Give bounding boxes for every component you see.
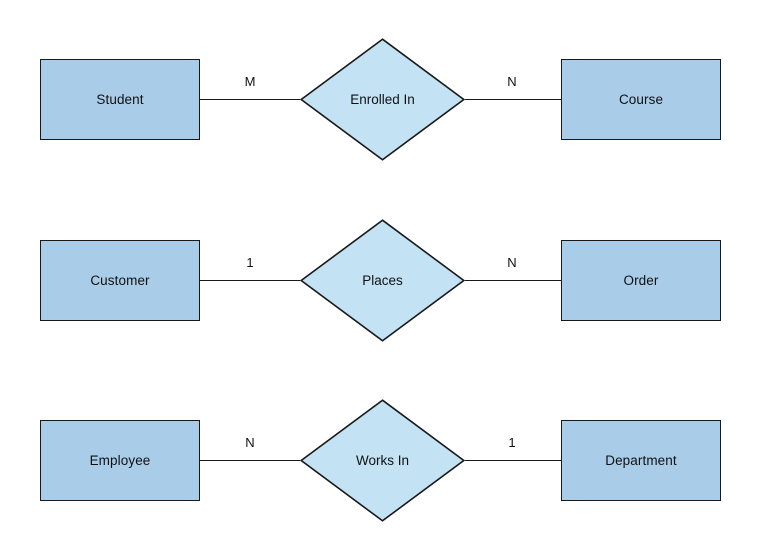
entity-box-student[interactable]: Student — [40, 59, 200, 140]
er-relationship-row: Employee N Works In 1 Department — [0, 390, 761, 530]
entity-box-customer[interactable]: Customer — [40, 240, 200, 321]
cardinality-label-left: M — [244, 74, 256, 89]
cardinality-label-right: N — [507, 74, 517, 89]
relationship-diamond-works-in[interactable]: Works In — [300, 399, 465, 522]
entity-label: Course — [618, 91, 664, 107]
cardinality-label-right: 1 — [508, 435, 516, 450]
connector-line-right — [465, 99, 561, 100]
entity-box-department[interactable]: Department — [561, 420, 721, 501]
connector-line-right — [465, 280, 561, 281]
cardinality-label-left: 1 — [246, 255, 254, 270]
entity-box-order[interactable]: Order — [561, 240, 721, 321]
entity-label: Employee — [89, 452, 151, 468]
er-relationship-row: Customer 1 Places N Order — [0, 210, 761, 350]
diamond-shape-icon — [300, 38, 465, 161]
entity-label: Department — [605, 452, 677, 468]
entity-label: Student — [96, 91, 144, 107]
cardinality-label-right: N — [507, 255, 517, 270]
connector-line-right — [465, 460, 561, 461]
cardinality-label-left: N — [245, 435, 255, 450]
entity-label: Customer — [90, 272, 150, 288]
diamond-shape-icon — [300, 219, 465, 342]
connector-line-left — [200, 99, 300, 100]
connector-line-left — [200, 280, 300, 281]
entity-box-employee[interactable]: Employee — [40, 420, 200, 501]
relationship-diamond-places[interactable]: Places — [300, 219, 465, 342]
relationship-diamond-enrolled-in[interactable]: Enrolled In — [300, 38, 465, 161]
connector-line-left — [200, 460, 300, 461]
entity-box-course[interactable]: Course — [561, 59, 721, 140]
er-relationship-row: Student M Enrolled In N Course — [0, 29, 761, 169]
entity-label: Order — [623, 272, 659, 288]
diamond-shape-icon — [300, 399, 465, 522]
